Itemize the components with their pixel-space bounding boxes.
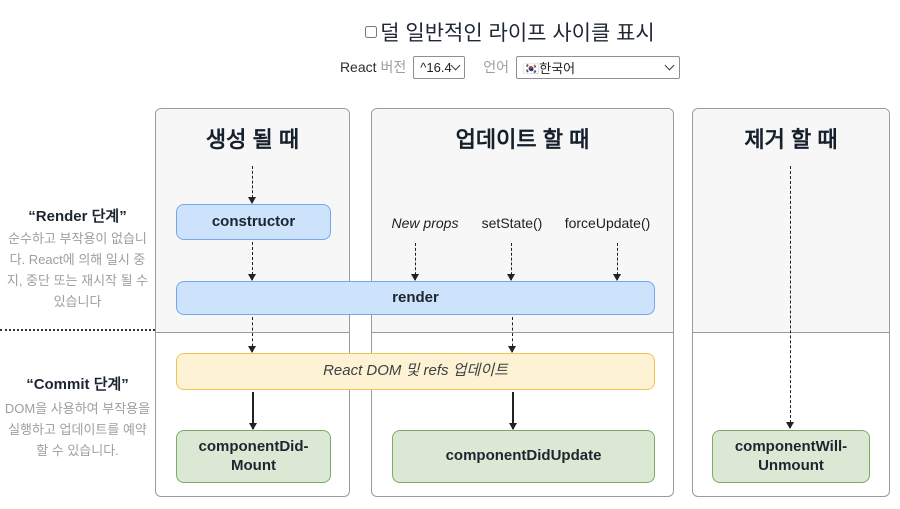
version-select[interactable]: ^16.4	[413, 55, 466, 79]
column-unmounting-title: 제거 할 때	[744, 127, 838, 152]
arrow-force-update-to-render	[613, 243, 622, 281]
arrow-set-state-to-render	[507, 243, 516, 281]
render-phase-title: “Render 단계”	[28, 208, 127, 225]
language-select[interactable]: 🇰🇷한국어	[516, 55, 681, 79]
node-component-will-unmount[interactable]: componentWill- Unmount	[712, 430, 870, 483]
arrow-new-props-to-render	[411, 243, 420, 281]
column-updating-title: 업데이트 할 때	[455, 127, 590, 152]
arrow-render-to-reactdom-mount	[248, 317, 257, 353]
commit-phase-description: DOM을 사용하여 부작용을 실행하고 업데이트를 예약 할 수 있습니다.	[4, 401, 151, 458]
show-less-common-checkbox[interactable]	[365, 26, 378, 38]
language-label: 언어	[483, 59, 510, 75]
commit-phase-title: “Commit 단계”	[26, 376, 129, 393]
arrow-reactdom-to-did-mount	[249, 392, 258, 430]
arrow-unmount-to-will-unmount	[786, 166, 795, 429]
column-unmounting-render-section: 제거 할 때	[693, 109, 889, 333]
node-render[interactable]: render	[176, 281, 655, 315]
phase-divider	[0, 329, 155, 331]
phase-sidebar: “Render 단계” 순수하고 부작용이 없습니다. React에 의해 일시…	[0, 0, 155, 509]
trigger-force-update[interactable]: forceUpdate()	[564, 215, 651, 231]
version-label: 버전	[380, 59, 407, 75]
column-mounting-title: 생성 될 때	[205, 127, 300, 152]
node-component-did-mount[interactable]: componentDid- Mount	[176, 430, 331, 483]
arrow-render-to-reactdom-update	[508, 317, 517, 353]
node-react-dom-refs-update: React DOM 및 refs 업데이트	[176, 353, 655, 390]
arrow-reactdom-to-did-update	[509, 392, 518, 430]
header-title-row: 덜 일반적인 라이프 사이클 표시	[120, 16, 900, 48]
chevron-down-icon	[450, 60, 461, 71]
render-phase-description: 순수하고 부작용이 없습니다. React에 의해 일시 중지, 중단 또는 재…	[6, 231, 149, 309]
node-component-did-update[interactable]: componentDidUpdate	[392, 430, 655, 483]
trigger-new-props: New props	[391, 215, 459, 231]
page-title[interactable]: 덜 일반적인 라이프 사이클 표시	[380, 22, 655, 45]
trigger-set-state[interactable]: setState()	[481, 215, 543, 231]
react-label: React	[339, 59, 377, 75]
node-constructor[interactable]: constructor	[176, 204, 331, 240]
arrow-constructor-to-render	[248, 242, 257, 281]
arrow-mount-to-constructor	[248, 166, 257, 204]
chevron-down-icon	[664, 60, 675, 71]
controls-row: React 버전 ^16.4 언어 🇰🇷한국어	[120, 55, 900, 79]
language-value: 🇰🇷한국어	[523, 60, 576, 76]
version-value: ^16.4	[420, 59, 452, 75]
